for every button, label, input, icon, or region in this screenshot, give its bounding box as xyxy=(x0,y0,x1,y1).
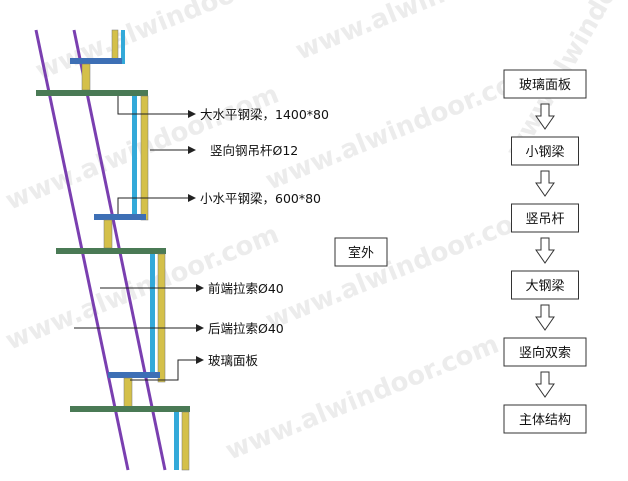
mullion xyxy=(123,377,133,409)
label-front-cable: 前端拉索Ø40 xyxy=(208,281,284,296)
glass-pane xyxy=(121,30,125,64)
flow-step-box xyxy=(511,136,579,166)
down-arrow-icon xyxy=(535,103,555,130)
flow-step-box xyxy=(503,69,587,99)
outdoor-box xyxy=(334,237,388,267)
glass-pane xyxy=(150,254,155,378)
down-arrow-icon xyxy=(535,371,555,398)
down-arrow-icon xyxy=(535,170,555,197)
down-arrow-icon xyxy=(535,237,555,264)
vertical-rod xyxy=(181,411,190,471)
label-big-beam: 大水平钢梁，1400*80 xyxy=(200,107,329,122)
arrowhead xyxy=(196,324,204,332)
label-rod: 竖向钢吊杆Ø12 xyxy=(210,143,298,158)
leader-line xyxy=(117,197,190,214)
mullion xyxy=(111,29,119,61)
label-back-cable: 后端拉索Ø40 xyxy=(208,321,284,336)
small-steel-beam xyxy=(70,58,122,64)
flow-step-box xyxy=(503,404,587,434)
arrowhead xyxy=(188,194,196,202)
flow-step-label: 大钢梁 xyxy=(525,279,564,294)
watermark: www.alwindoor.com xyxy=(31,0,313,86)
small-steel-beam xyxy=(94,214,146,220)
flow-step-box xyxy=(503,337,587,367)
down-arrow-icon xyxy=(535,304,555,331)
vertical-rod xyxy=(81,63,91,91)
arrowhead xyxy=(196,356,204,364)
watermark: www.alwindoor.com xyxy=(261,199,543,336)
leader-lines xyxy=(74,96,198,381)
leader-line xyxy=(117,96,190,115)
arrowhead xyxy=(188,146,196,154)
arrowhead xyxy=(188,110,196,118)
watermark: www.alwindoor.com xyxy=(261,59,543,196)
arrowhead xyxy=(196,284,204,292)
small-steel-beam xyxy=(108,372,160,378)
glass-pane xyxy=(132,96,137,220)
flow-step-label: 竖向双索 xyxy=(519,345,571,361)
leader-line xyxy=(130,359,198,381)
outdoor-label: 室外 xyxy=(348,245,374,261)
label-small-beam: 小水平钢梁，600*80 xyxy=(200,191,321,206)
vertical-rod xyxy=(157,253,166,383)
big-steel-beam xyxy=(36,90,148,96)
big-steel-beam xyxy=(56,248,166,254)
flow-step-label: 玻璃面板 xyxy=(519,78,571,93)
vertical-rod xyxy=(140,95,149,221)
watermark: www.alwindoor.com xyxy=(291,0,573,66)
mullion xyxy=(103,219,113,249)
flow-step-box xyxy=(511,270,579,300)
leader-arrowheads xyxy=(188,110,204,364)
flow-step-box xyxy=(511,203,579,233)
big-steel-beam xyxy=(70,406,190,412)
flow-step-label: 竖吊杆 xyxy=(525,212,564,227)
flow-step-label: 小钢梁 xyxy=(525,145,564,160)
flow-step-label: 主体结构 xyxy=(519,413,571,428)
watermark: www.alwindoor.com xyxy=(221,329,503,466)
glass-pane xyxy=(174,412,179,470)
label-glass-panel: 玻璃面板 xyxy=(208,353,259,368)
